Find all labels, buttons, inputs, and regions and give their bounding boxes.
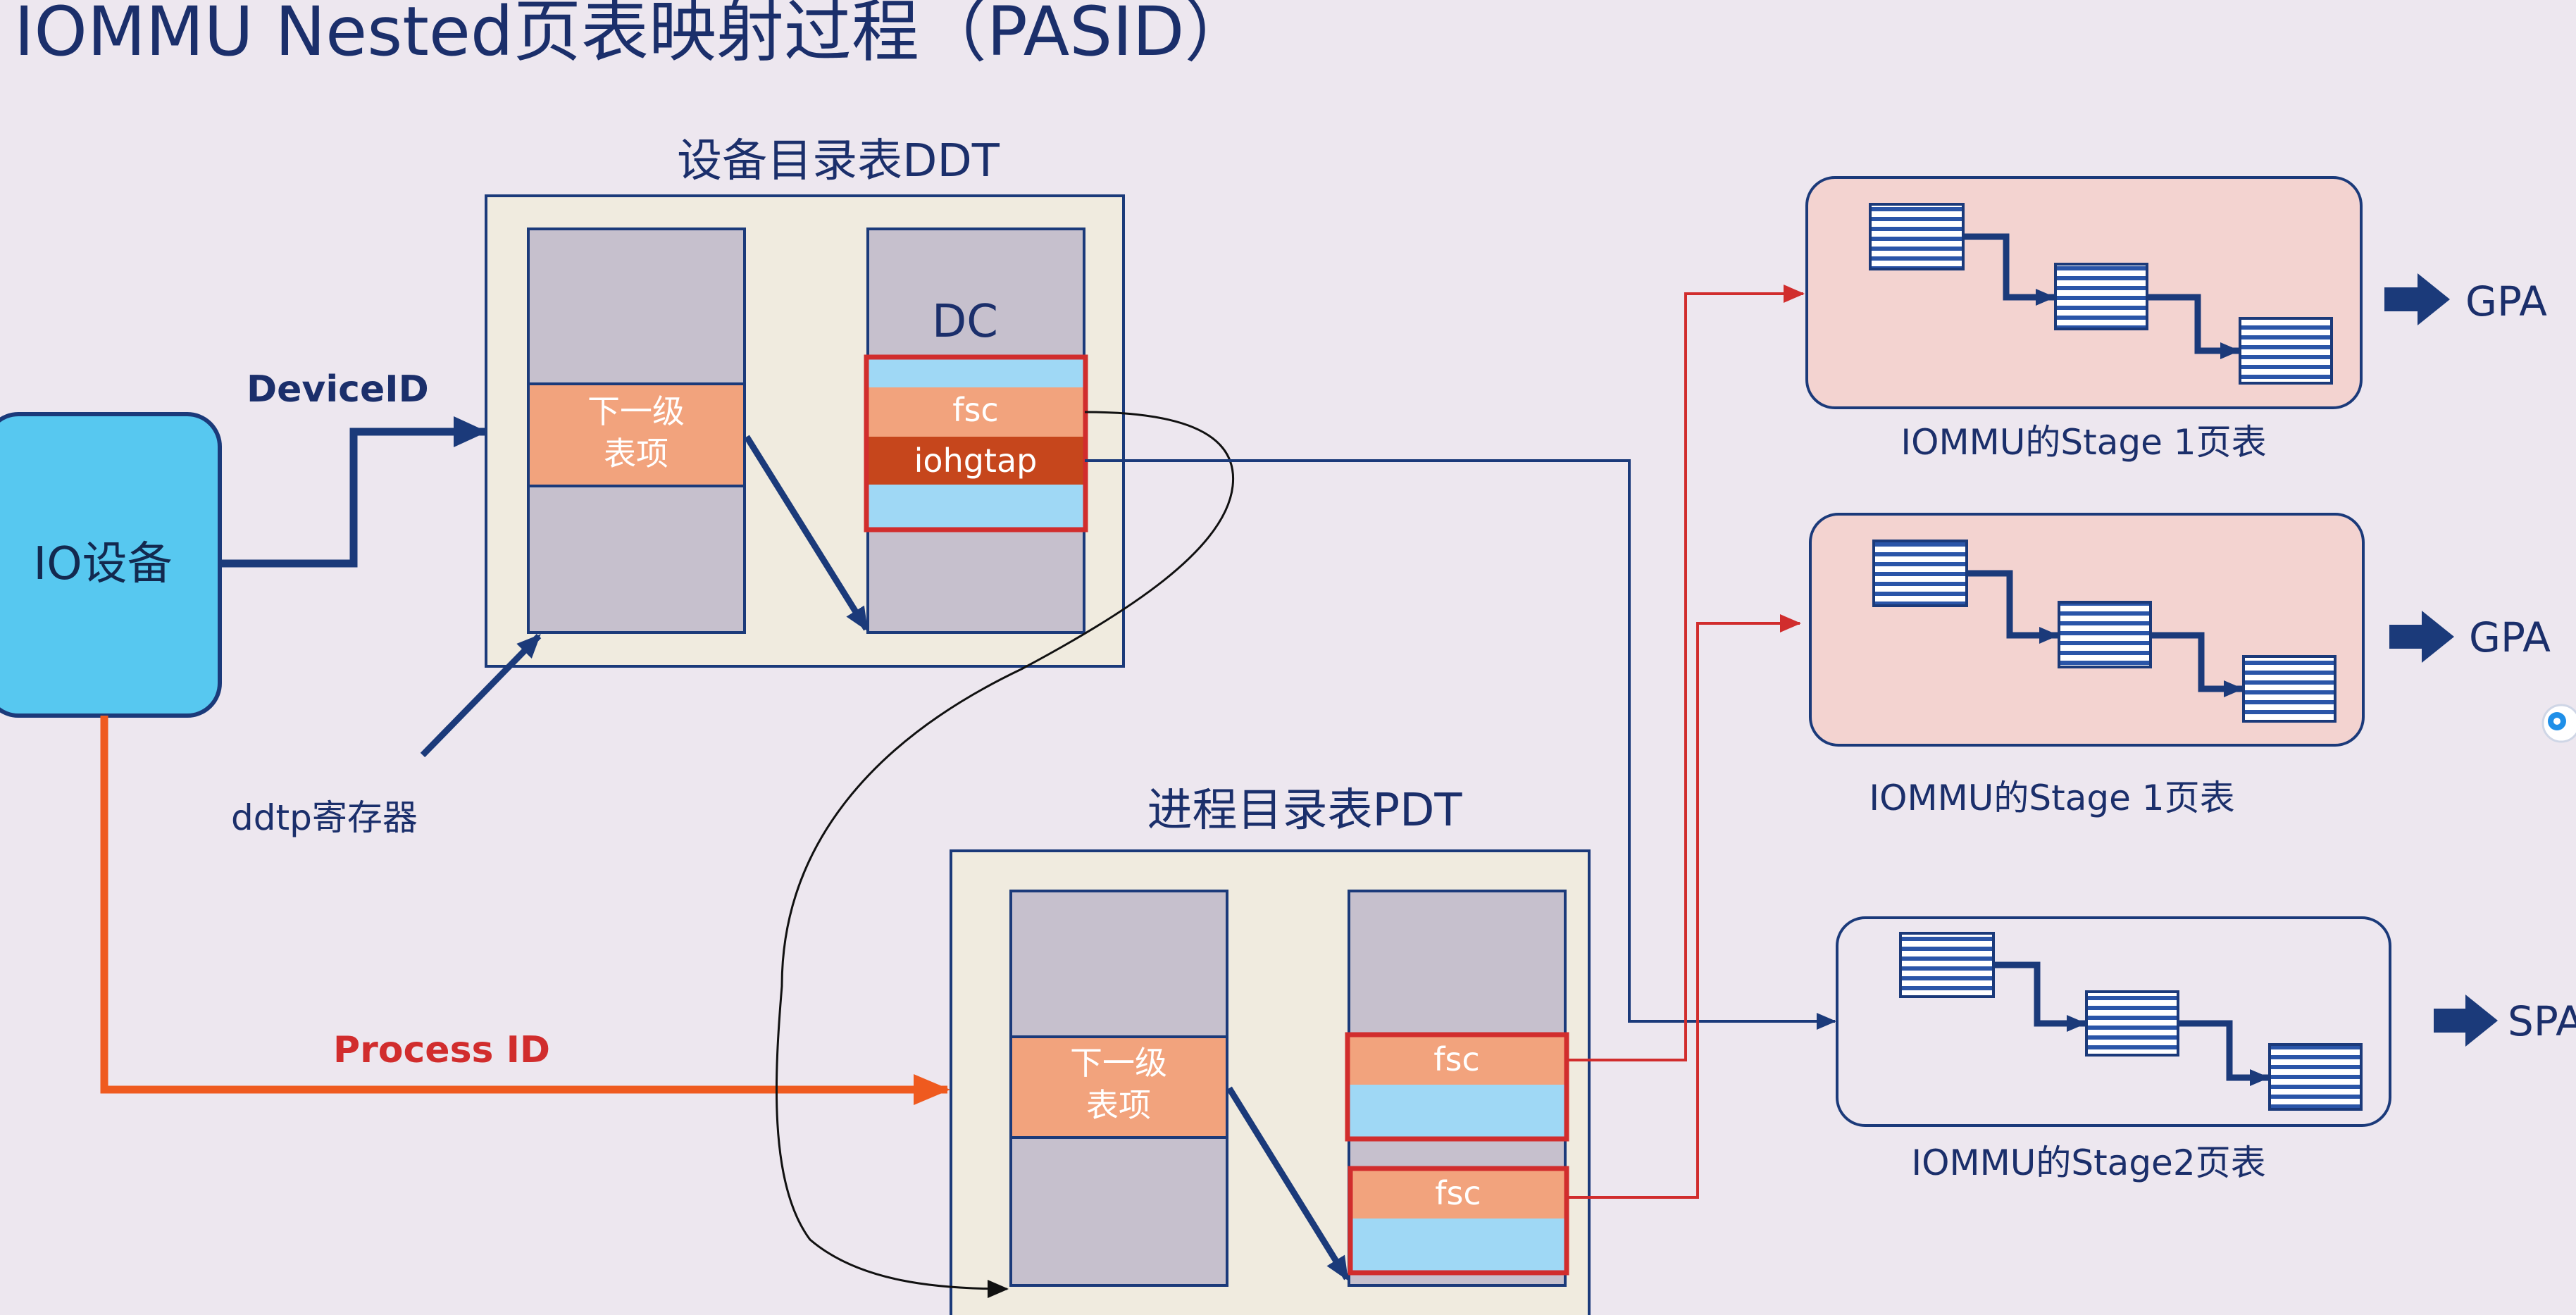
pdt-root-column: 下一级 表项: [1009, 890, 1228, 1287]
page-table-icon: [2058, 601, 2152, 668]
iohgatp-to-stage2-arrow: [1085, 459, 1836, 1030]
arrow-right-icon: [2384, 273, 2450, 325]
page-title: IOMMU Nested页表映射过程（PASID）: [14, 0, 1252, 71]
pdt-fsc2-to-stage1b-arrow: [1567, 614, 1801, 1199]
io-device-label: IO设备: [33, 538, 172, 590]
pdt-fsc-cell-2: [1352, 1169, 1565, 1219]
stage1-caption-a: IOMMU的Stage 1页表: [1900, 422, 2266, 463]
arrow-right-icon: [2434, 995, 2498, 1047]
pdt-fsc-cell-1: [1349, 1035, 1565, 1085]
arrow-right-icon: [2389, 611, 2454, 663]
stage1-output-b: GPA: [2469, 613, 2551, 661]
pdt-fsc1-to-stage1a-arrow: [1567, 285, 1805, 1061]
floating-widget-icon[interactable]: [2541, 704, 2576, 743]
pdt-next-level-entry: [1009, 1035, 1228, 1139]
pdt-fsc-label-2: fsc: [1435, 1174, 1481, 1212]
stage1-caption-b: IOMMU的Stage 1页表: [1869, 778, 2234, 818]
ddt-title: 设备目录表DDT: [677, 135, 1000, 187]
stage1-output-a: GPA: [2465, 278, 2547, 325]
pdt-entry-column: fsc fsc: [1345, 890, 1569, 1287]
stage1-panel-a: [1805, 176, 2363, 409]
stage2-caption: IOMMU的Stage2页表: [1911, 1142, 2265, 1183]
dc-iohgatp-cell: [868, 437, 1084, 485]
ddt-next-level-arrow: [744, 435, 869, 632]
ddtp-register-label: ddtp寄存器: [231, 797, 418, 838]
pdt-next-entry-line1: 下一级: [1070, 1044, 1167, 1082]
dc-fsc-label: fsc: [952, 391, 998, 429]
dc-highlight-frame: [864, 354, 1088, 532]
ddt-root-column: 下一级 表项: [527, 228, 746, 634]
page-table-icon: [2242, 655, 2337, 723]
pdt-next-level-arrow: [1226, 1086, 1350, 1281]
process-id-arrow: [100, 716, 950, 1105]
stage1-panel-b: [1809, 513, 2365, 747]
dc-label: DC: [932, 296, 998, 348]
ddt-next-entry-line1: 下一级: [587, 392, 685, 430]
pdt-title: 进程目录表PDT: [1147, 785, 1463, 837]
ddtp-arrow: [420, 633, 542, 758]
dc-iohgatp-label: iohgtap: [914, 442, 1038, 480]
page-table-icon: [2085, 990, 2179, 1057]
ddt-dc-column: DC fsc iohgtap: [864, 228, 1088, 634]
device-id-label: DeviceID: [247, 368, 429, 411]
page-table-icon: [2239, 317, 2333, 385]
stage2-panel: [1836, 916, 2391, 1127]
page-table-icon: [2268, 1043, 2363, 1111]
page-table-icon: [1869, 203, 1965, 270]
page-table-icon: [1872, 540, 1968, 607]
dc-fsc-cell: [868, 387, 1084, 437]
process-id-label: Process ID: [333, 1029, 550, 1071]
pdt-next-entry-line2: 表项: [1086, 1086, 1151, 1124]
pdt-fsc-label-1: fsc: [1433, 1040, 1479, 1078]
fsc-to-pdt-curve: [775, 411, 1234, 1298]
device-id-arrow: [220, 416, 487, 568]
page-table-icon: [2054, 263, 2148, 330]
ddt-next-entry-line2: 表项: [604, 435, 668, 473]
ddt-next-level-entry: [527, 382, 746, 487]
stage2-output: SPA: [2508, 997, 2576, 1045]
page-table-icon: [1899, 932, 1995, 998]
